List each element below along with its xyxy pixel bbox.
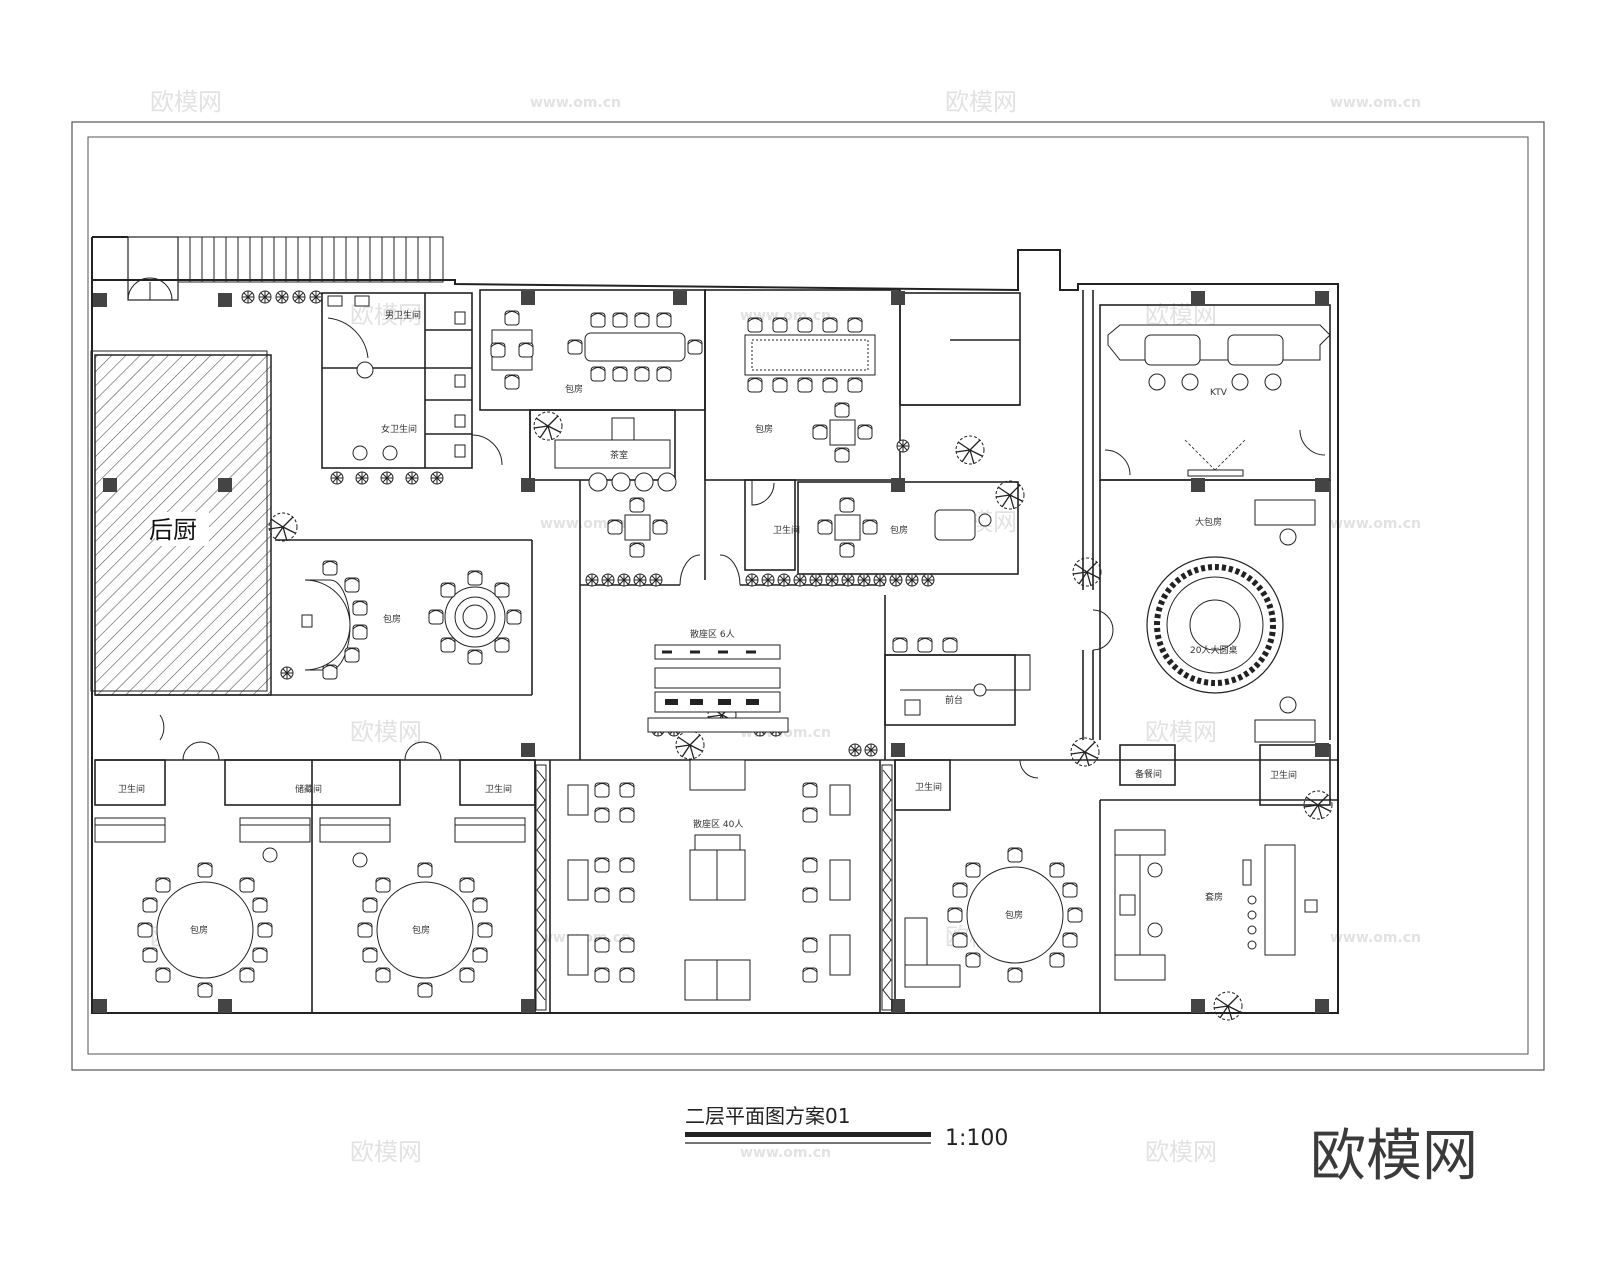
drawing-scale: 1:100: [945, 1126, 1008, 1151]
room-label: 包房: [565, 383, 583, 395]
watermark-url: www.om.cn: [740, 1145, 831, 1161]
ktv-room: [1107, 324, 1331, 477]
outer-frame: [71, 121, 1545, 1071]
stair-top: [177, 236, 444, 283]
private-toilet-label: 卫生间: [118, 783, 145, 795]
tea-bar: [554, 417, 677, 492]
hall-40: [567, 759, 851, 1001]
room-label: 包房: [1005, 909, 1023, 921]
toilet-fixtures: [327, 295, 466, 461]
small-table-2: [812, 402, 873, 463]
watermark: 欧模网: [350, 1138, 422, 1166]
building-outline: [91, 236, 1339, 1014]
title-underline: [685, 1132, 931, 1137]
ktv-label: KTV: [1210, 388, 1228, 398]
inner-frame: [87, 136, 1529, 1055]
private-toilet-label: 卫生间: [773, 524, 800, 536]
tea-room-label: 茶室: [610, 449, 628, 461]
reception-label: 前台: [945, 694, 963, 706]
small-table-3: [817, 497, 878, 558]
female-toilet-label: 女卫生间: [381, 423, 417, 435]
male-toilet-label: 男卫生间: [385, 309, 421, 321]
big-room-seats-label: 20人大圆桌: [1190, 644, 1237, 656]
hall-6-label: 散座区 6人: [690, 628, 735, 640]
reception-counter: [885, 637, 1031, 716]
room-label: 包房: [890, 524, 908, 536]
brand-logo: 欧模网: [1310, 1124, 1478, 1189]
suite-label: 套房: [1205, 891, 1223, 903]
private-toilet-label: 卫生间: [485, 783, 512, 795]
suite-room: [1114, 829, 1318, 981]
service-room-label: 备餐间: [1135, 768, 1162, 780]
watermark: 欧模网: [1145, 1138, 1217, 1166]
meeting-table: [744, 317, 876, 393]
private-room-round-bl1: [94, 817, 278, 998]
drawing-title: 二层平面图方案01: [685, 1104, 850, 1128]
hall-6: [647, 644, 789, 733]
private-room-round-right: [904, 847, 1083, 988]
room-label: 包房: [412, 924, 430, 936]
room-label: 包房: [383, 613, 401, 625]
big-room-label: 大包房: [1195, 516, 1222, 528]
storage-label: 储藏间: [295, 783, 322, 795]
big-round-table: [1146, 499, 1316, 743]
watermark: 欧模网: [350, 718, 422, 746]
watermark-url: www.om.cn: [530, 95, 621, 111]
watermark: 欧模网: [1145, 718, 1217, 746]
lounge-sofa: [934, 509, 992, 541]
watermark: 欧模网: [150, 88, 222, 116]
private-toilet-label: 卫生间: [1270, 769, 1297, 781]
small-table-1: [607, 497, 668, 558]
private-toilet-label: 卫生间: [915, 781, 942, 793]
watermark-url: www.om.cn: [1330, 95, 1421, 111]
planter-strips: [535, 764, 893, 1011]
private-room-round-left: [301, 560, 522, 680]
watermark-url: www.om.cn: [1330, 516, 1421, 532]
room-label: 包房: [190, 924, 208, 936]
hall-40-label: 散座区 40人: [693, 818, 743, 830]
kitchen-label: 后厨: [149, 516, 197, 544]
doors: [159, 429, 1326, 779]
room-label: 包房: [755, 423, 773, 435]
watermark: 欧模网: [945, 88, 1017, 116]
private-room-1: [490, 310, 703, 390]
watermark-url: www.om.cn: [1330, 930, 1421, 946]
private-room-round-bl2: [239, 817, 526, 998]
